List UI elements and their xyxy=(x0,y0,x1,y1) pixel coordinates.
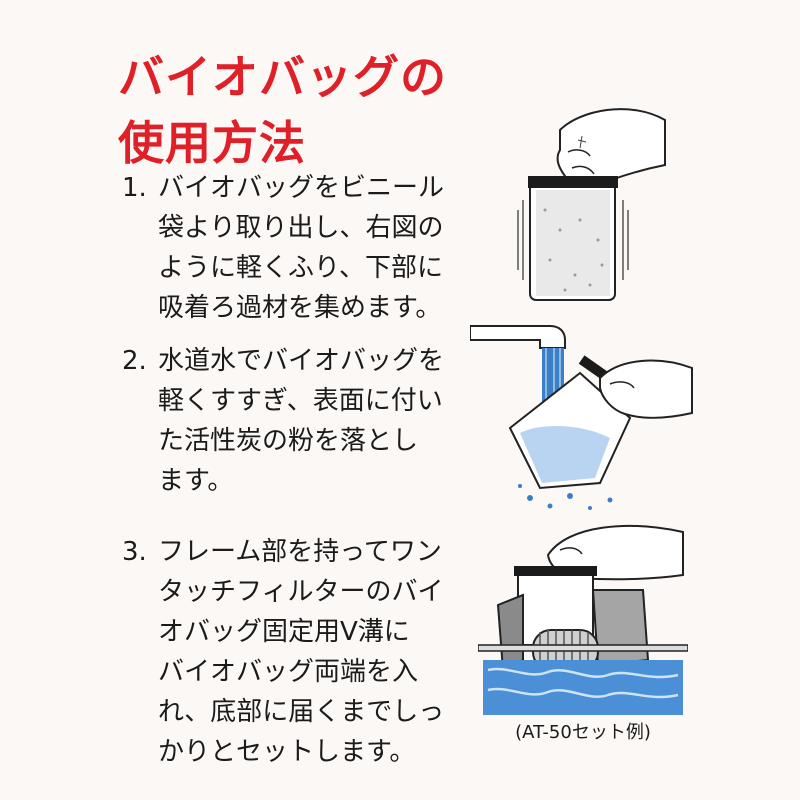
shake-bag-illustration xyxy=(517,108,666,301)
page-title: バイオバッグの 使用方法 xyxy=(118,44,447,176)
hand-icon xyxy=(599,359,693,419)
step-1: 1. バイオバッグをビニール 袋より取り出し、右図の ように軽くふり、下部に 吸… xyxy=(122,168,492,328)
step-number: 1. xyxy=(122,173,147,203)
step-2: 2. 水道水でバイオバッグを 軽くすすぎ、表面に付い た活性炭の粉を落とし ます… xyxy=(122,341,492,501)
step-text-line: 水道水でバイオバッグを xyxy=(158,346,445,376)
step-number: 2. xyxy=(122,346,147,376)
step-3: 3. フレーム部を持ってワン タッチフィルターのバイ オバッグ固定用V溝に バイ… xyxy=(122,532,492,772)
step-text-line: ます。 xyxy=(158,466,234,496)
faucet-icon xyxy=(470,325,566,349)
example-caption: (AT-50セット例) xyxy=(515,722,651,743)
step-text-line: 軽くすすぎ、表面に付い xyxy=(158,386,443,416)
step-text-line: ように軽くふり、下部に xyxy=(158,253,443,283)
step-text-line: かりとセットします。 xyxy=(158,737,416,767)
step-text-line: バイオバッグ両端を入 xyxy=(158,657,419,687)
title-line-1: バイオバッグの xyxy=(118,50,447,104)
step-text-line: タッチフィルターのバイ xyxy=(158,577,444,607)
step-text-line: バイオバッグをビニール xyxy=(158,173,445,203)
bio-bag-icon xyxy=(528,176,618,301)
step-number: 3. xyxy=(122,537,147,567)
step-text-line: 袋より取り出し、右図の xyxy=(158,213,444,243)
rinse-bag-illustration xyxy=(470,325,693,510)
step-text-line: れ、底部に届くまでしっ xyxy=(158,697,445,727)
step-text-line: 吸着ろ過材を集めます。 xyxy=(158,293,442,323)
tank-water-icon xyxy=(478,644,688,715)
motion-lines-icon xyxy=(517,200,629,280)
step-text-line: フレーム部を持ってワン xyxy=(158,537,442,567)
step-text-line: オバッグ固定用V溝に xyxy=(158,617,410,647)
step-text-line: た活性炭の粉を落とし xyxy=(158,426,419,456)
title-line-2: 使用方法 xyxy=(118,116,306,170)
set-bag-in-filter-illustration xyxy=(478,524,688,715)
splash-icon xyxy=(518,484,613,510)
